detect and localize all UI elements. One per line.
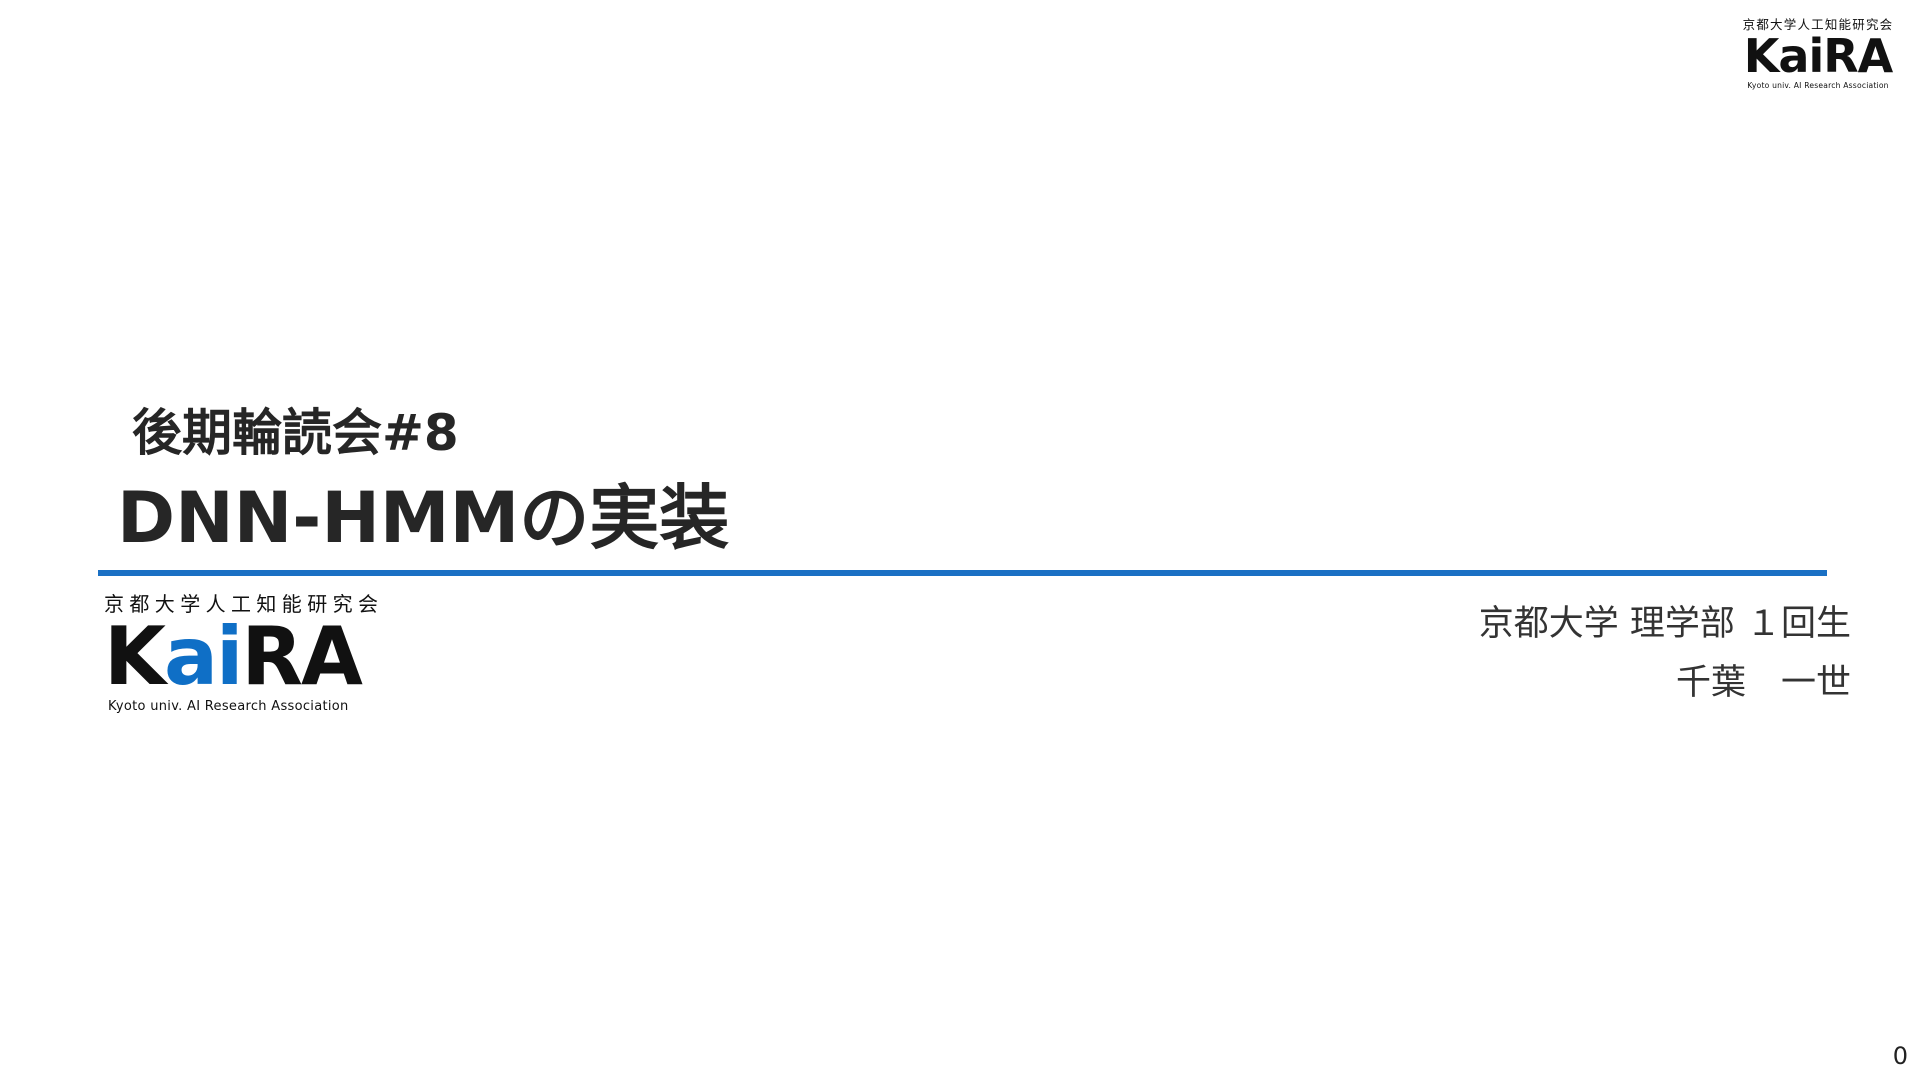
logo-letter-a: a [164, 610, 218, 703]
logo-letter-a: a [1778, 29, 1809, 83]
logo-wordmark: K a i R A [1743, 29, 1894, 83]
logo-japanese-name: 京都大学人工知能研究会 [104, 592, 384, 616]
logo-letter-r: R [1823, 29, 1858, 83]
kaira-logo-main: 京都大学人工知能研究会 K a i R A Kyoto univ. AI Res… [104, 588, 378, 714]
logo-letter-a2: A [301, 610, 363, 703]
logo-letter-a2: A [1857, 29, 1894, 83]
author-affiliation: 京都大学 理学部 １回生 [1478, 604, 1851, 644]
title-divider [98, 570, 1827, 576]
author-name: 千葉 一世 [1675, 663, 1851, 703]
logo-letter-r: R [241, 610, 303, 703]
logo-wordmark: K a i R A [104, 610, 363, 703]
page-number: 0 [1892, 1042, 1908, 1070]
logo-letter-i: i [215, 610, 243, 703]
logo-english-name: Kyoto univ. AI Research Association [108, 699, 349, 714]
logo-letter-k: K [104, 610, 166, 703]
logo-japanese-name: 京都大学人工知能研究会 [1742, 17, 1894, 32]
logo-english-name: Kyoto univ. AI Research Association [1747, 81, 1889, 90]
kaira-logo-small: 京都大学人工知能研究会 K a i R A Kyoto univ. AI Res… [1736, 14, 1900, 90]
logo-letter-k: K [1743, 29, 1780, 83]
slide-title: DNN-HMMの実装 [117, 477, 730, 559]
slide-subtitle: 後期輪読会#8 [132, 404, 459, 462]
logo-letter-i: i [1808, 29, 1824, 83]
